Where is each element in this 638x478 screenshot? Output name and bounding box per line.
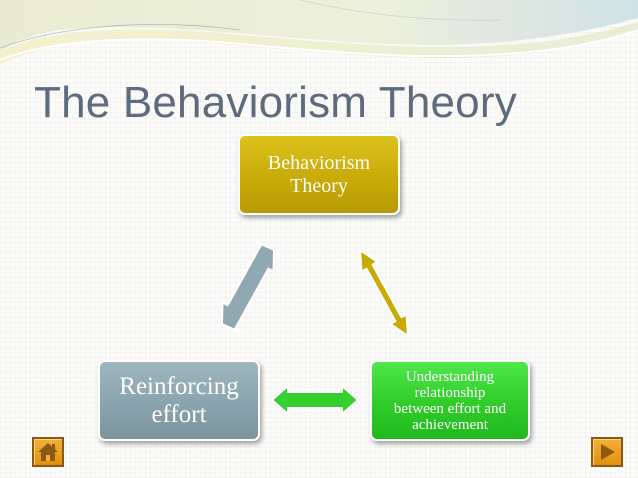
next-slide-button[interactable]	[591, 437, 623, 467]
node-understanding-line-3: between effort and	[393, 400, 507, 417]
slide-title: The Behaviorism Theory	[34, 78, 517, 127]
header-swoosh-decoration	[0, 0, 638, 64]
node-reinforcing-line-2: effort	[151, 400, 207, 428]
node-understanding-line-1: Understanding	[405, 368, 495, 385]
node-behaviorism-line-2: Theory	[290, 174, 348, 197]
node-understanding-relationship: Understanding relationship between effor…	[370, 360, 530, 441]
node-reinforcing-effort: Reinforcing effort	[98, 360, 260, 441]
double-arrow-reinforcing-understanding	[271, 385, 359, 415]
double-arrow-behaviorism-understanding	[359, 249, 409, 337]
node-reinforcing-line-1: Reinforcing	[119, 372, 239, 400]
node-behaviorism-line-1: Behaviorism	[267, 151, 371, 174]
node-understanding-line-2: relationship	[414, 384, 486, 401]
node-understanding-line-4: achievement	[412, 416, 488, 433]
home-icon	[38, 443, 58, 461]
play-right-icon	[601, 444, 615, 460]
double-arrow-behaviorism-reinforcing	[221, 240, 275, 334]
home-button[interactable]	[32, 437, 64, 467]
node-behaviorism-theory: Behaviorism Theory	[238, 134, 400, 215]
